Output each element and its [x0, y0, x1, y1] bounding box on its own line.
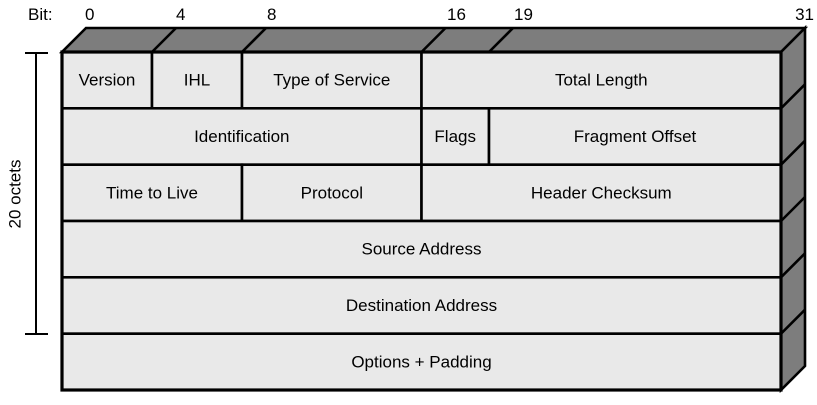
field-ihl-label: IHL	[184, 71, 210, 90]
front-face-outline	[60, 50, 783, 392]
field-ihl	[150, 50, 244, 110]
field-identification-label: Identification	[194, 127, 289, 146]
top-face-divider-bit19	[488, 27, 514, 53]
bit-axis-label: Bit:	[28, 5, 53, 24]
right-face-divider-row4	[780, 252, 806, 279]
bit-tick-8: 8	[267, 5, 276, 24]
right-face-divider-row5	[780, 308, 806, 335]
field-fragment-offset-label: Fragment Offset	[574, 127, 697, 146]
right-face-divider-row1	[780, 83, 806, 110]
field-total-length-label: Total Length	[555, 71, 648, 90]
field-destination-address-label: Destination Address	[346, 296, 497, 315]
field-header-checksum-label: Header Checksum	[531, 183, 672, 202]
field-version-label: Version	[79, 71, 136, 90]
octet-bracket-label: 20 octets	[6, 160, 25, 229]
right-face-divider-row3	[780, 196, 806, 222]
top-face-divider-bit8	[241, 27, 267, 53]
field-total-length	[420, 50, 783, 110]
right-face-divider-row2	[780, 139, 806, 166]
field-time-to-live-label: Time to Live	[106, 183, 198, 202]
top-face-divider-bit16	[420, 27, 447, 53]
field-header-checksum	[420, 163, 783, 223]
bit-tick-16: 16	[447, 5, 466, 24]
top-face-divider-bit4	[151, 27, 177, 53]
field-options-padding-label: Options + Padding	[351, 352, 491, 371]
bit-axis: Bit: 0 4 8 16 19 31	[28, 5, 814, 24]
header-field-grid	[60, 50, 783, 392]
bit-tick-19: 19	[514, 5, 533, 24]
field-protocol-label: Protocol	[301, 183, 363, 202]
field-flags-label: Flags	[434, 127, 476, 146]
header-field-labels: Version IHL Type of Service Total Length…	[79, 71, 697, 372]
field-type-of-service-label: Type of Service	[273, 71, 390, 90]
bit-tick-4: 4	[176, 5, 185, 24]
octet-bracket: 20 octets	[6, 52, 48, 335]
bit-tick-31: 31	[795, 5, 814, 24]
field-flags	[420, 107, 491, 167]
field-source-address-label: Source Address	[361, 240, 481, 259]
field-time-to-live	[60, 163, 244, 223]
bit-tick-0: 0	[85, 5, 94, 24]
